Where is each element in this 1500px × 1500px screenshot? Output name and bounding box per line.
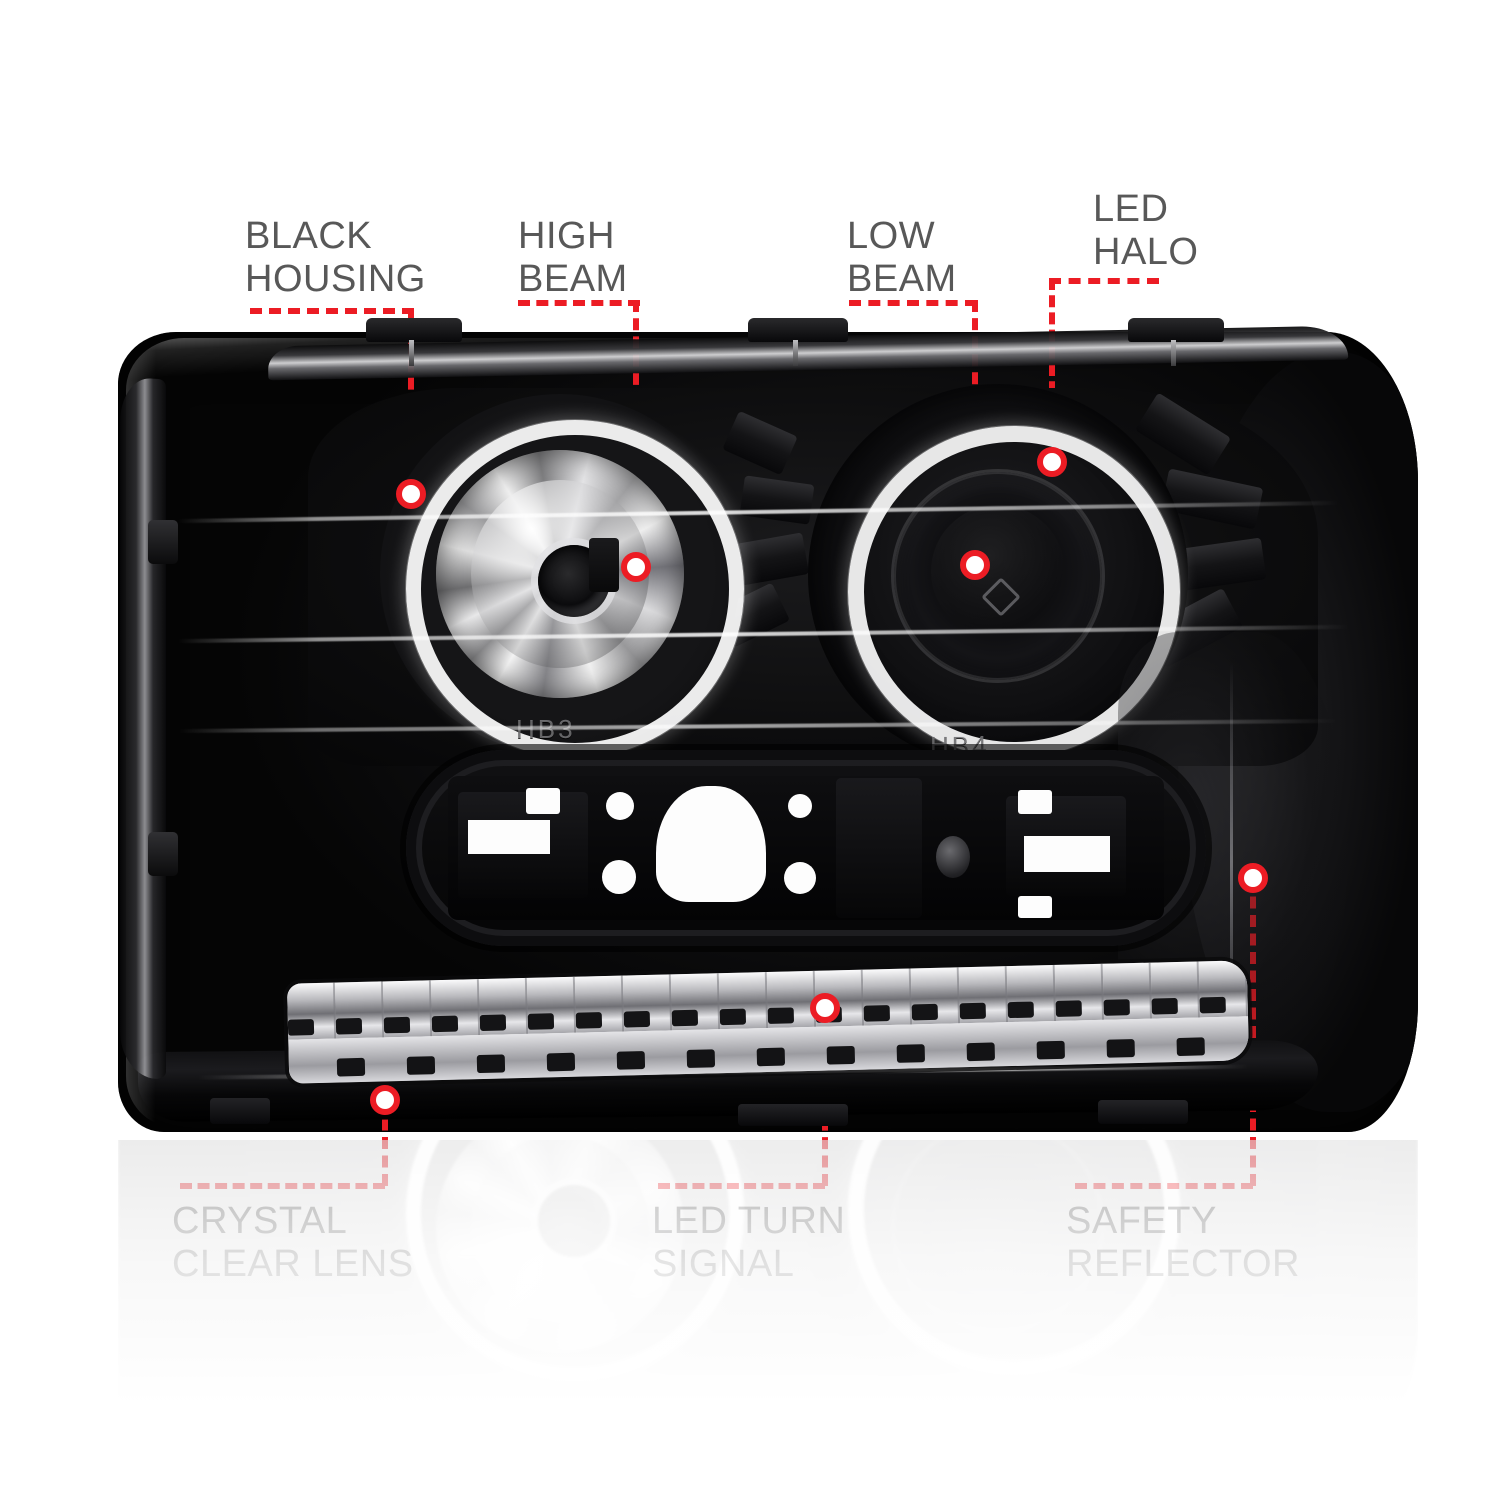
left-lens-edge xyxy=(120,376,166,1080)
headlight-product-image: HB3 HB4 xyxy=(118,318,1418,1132)
low-beam-projector-lens xyxy=(894,472,1102,680)
leader-led-halo-v xyxy=(1049,278,1055,462)
callout-label-led-halo: LED HALO xyxy=(1093,188,1199,273)
leader-led-turn-h xyxy=(658,1183,825,1189)
left-clip-lower xyxy=(148,832,178,876)
callout-dot-high-beam[interactable] xyxy=(621,552,651,582)
leader-crystal-lens-h xyxy=(180,1183,385,1189)
callout-label-black-housing: BLACK HOUSING xyxy=(245,215,426,300)
leader-led-halo-h xyxy=(1049,278,1159,284)
callout-label-safety-reflector: SAFETY REFLECTOR xyxy=(1066,1200,1300,1285)
leader-low-beam-h xyxy=(849,300,977,306)
high-beam-assembly xyxy=(380,394,744,758)
callout-label-led-turn-signal: LED TURN SIGNAL xyxy=(652,1200,846,1285)
product-reflection xyxy=(118,1140,1418,1470)
leader-safety-reflector-h xyxy=(1075,1183,1253,1189)
callout-label-high-beam: HIGH BEAM xyxy=(518,215,628,300)
callout-label-crystal-clear-lens: CRYSTAL CLEAR LENS xyxy=(172,1200,414,1285)
callout-dot-low-beam[interactable] xyxy=(960,550,990,580)
callout-label-low-beam: LOW BEAM xyxy=(847,215,957,300)
callout-dot-led-halo[interactable] xyxy=(1037,447,1067,477)
callout-dot-crystal-clear-lens[interactable] xyxy=(370,1085,400,1115)
leader-high-beam-h xyxy=(518,300,640,306)
mounting-tab-center xyxy=(748,318,848,366)
callout-dot-black-housing[interactable] xyxy=(396,479,426,509)
callout-dot-safety-reflector[interactable] xyxy=(1238,863,1268,893)
mounting-tab-left xyxy=(366,318,462,366)
leader-black-housing-h xyxy=(250,308,414,314)
high-beam-bulb-clip xyxy=(588,538,619,592)
reflector-seam xyxy=(1230,662,1233,1062)
left-clip-upper xyxy=(148,520,178,564)
callout-dot-led-turn-signal[interactable] xyxy=(810,993,840,1023)
bulb-access-bay xyxy=(406,750,1206,946)
mounting-tab-right xyxy=(1128,318,1224,366)
